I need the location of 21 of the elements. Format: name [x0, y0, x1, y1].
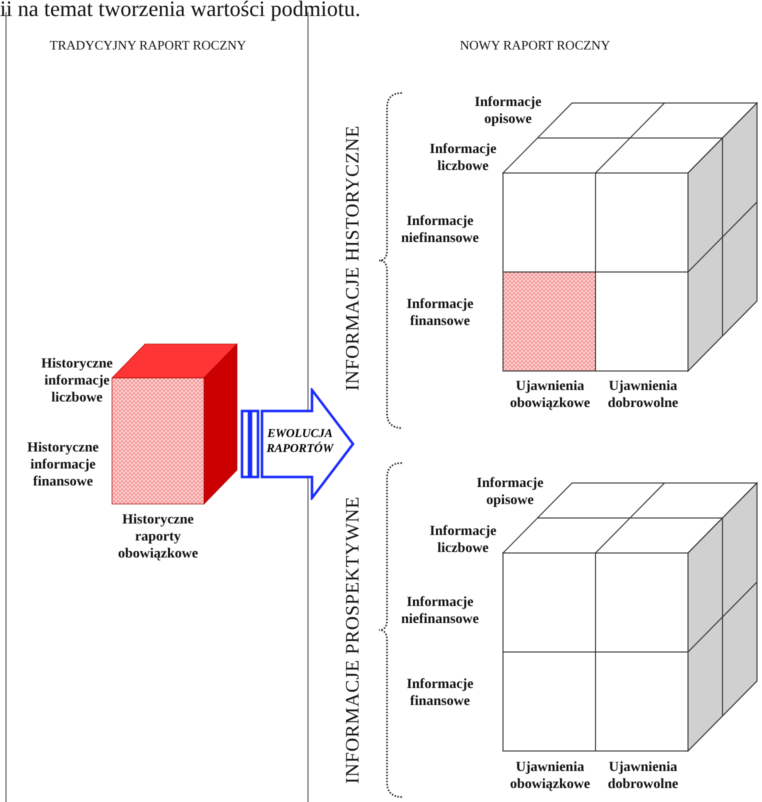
row-label: Informacje opisowe — [476, 475, 544, 509]
column-label: Ujawnienia obowiązkowe — [508, 759, 592, 793]
cube-label: Historyczne raporty obowiązkowe — [116, 512, 200, 562]
column-label: Ujawnienia dobrowolne — [606, 759, 680, 793]
cube-label: Historyczne informacje liczbowe — [40, 356, 114, 406]
row-label: Informacje finansowe — [406, 296, 474, 330]
row-label: Informacje liczbowe — [428, 141, 498, 175]
column-label: Ujawnienia dobrowolne — [606, 378, 680, 412]
arrow-label: EWOLUCJA RAPORTÓW — [266, 426, 335, 456]
column-label: Ujawnienia obowiązkowe — [508, 378, 592, 412]
section-title: INFORMACJE PROSPEKTYWNE — [344, 496, 362, 784]
section-title: INFORMACJE HISTORYCZNE — [344, 125, 362, 391]
row-label: Informacje finansowe — [406, 676, 474, 710]
column-heading: NOWY RAPORT ROCZNY — [460, 36, 610, 54]
row-label: Informacje niefinansowe — [400, 594, 480, 628]
row-label: Informacje opisowe — [474, 94, 542, 128]
row-label: Informacje niefinansowe — [400, 213, 480, 247]
cube-label: Historyczne informacje finansowe — [26, 440, 100, 490]
heading-text: ii na temat tworzenia wartości podmiotu. — [0, 0, 360, 21]
column-heading: TRADYCYJNY RAPORT ROCZNY — [50, 36, 246, 54]
row-label: Informacje liczbowe — [428, 523, 498, 557]
